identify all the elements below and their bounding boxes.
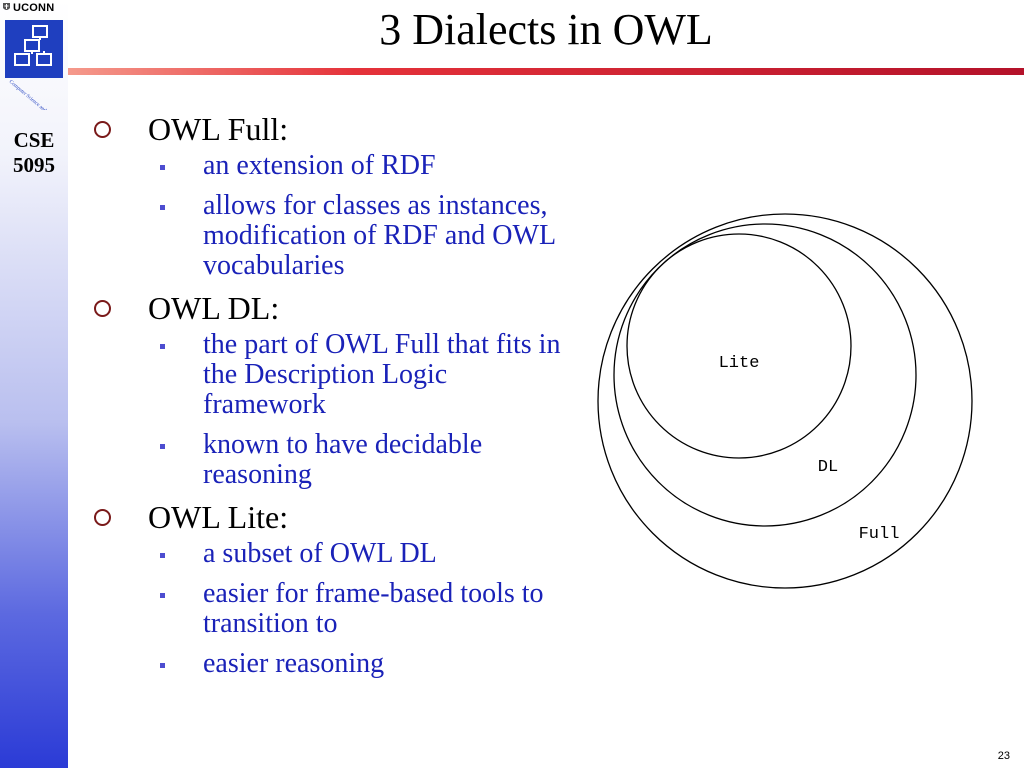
sidebar: UCONN Computer Science and Engineering C… <box>0 0 68 768</box>
sub-bullet: the part of OWL Full that fits in the De… <box>90 330 570 420</box>
lite-circle <box>626 233 852 459</box>
sub-bullet: allows for classes as instances, modific… <box>90 191 570 281</box>
sub-bullet-text: a subset of OWL DL <box>203 538 437 569</box>
sub-bullet: an extension of RDF <box>90 151 570 181</box>
square-bullet-icon <box>160 165 165 170</box>
seal-icon <box>3 3 10 10</box>
full-circle <box>597 213 973 589</box>
hollow-circle-bullet-icon <box>94 121 111 138</box>
square-bullet-icon <box>160 593 165 598</box>
sub-bullet-text: easier reasoning <box>203 648 385 679</box>
sub-bullet-text: allows for classes as instances, modific… <box>203 190 556 281</box>
sub-bullet: known to have decidable reasoning <box>90 430 570 490</box>
sub-bullet-text: the part of OWL Full that fits in the De… <box>203 329 561 420</box>
bullet-owl-lite: OWL Lite: <box>90 500 570 534</box>
hollow-circle-bullet-icon <box>94 509 111 526</box>
square-bullet-icon <box>160 444 165 449</box>
bullet-label: OWL Full: <box>148 111 289 147</box>
square-bullet-icon <box>160 344 165 349</box>
bullet-owl-full: OWL Full: <box>90 112 570 146</box>
square-bullet-icon <box>160 663 165 668</box>
square-bullet-icon <box>160 205 165 210</box>
square-bullet-icon <box>160 553 165 558</box>
title-divider <box>68 68 1024 75</box>
sub-bullet: easier reasoning <box>90 649 570 679</box>
page-number: 23 <box>997 750 1010 762</box>
nested-circles-diagram: Lite DL Full <box>597 213 973 589</box>
uconn-brand: UCONN <box>2 2 54 14</box>
bullet-list: OWL Full: an extension of RDF allows for… <box>90 112 570 689</box>
full-label: Full <box>859 525 900 544</box>
sub-bullet: easier for frame-based tools to transiti… <box>90 579 570 639</box>
hollow-circle-bullet-icon <box>94 300 111 317</box>
bullet-label: OWL DL: <box>148 290 280 326</box>
course-code-text: CSE 5095 <box>13 128 55 177</box>
brand-text: UCONN <box>13 2 55 14</box>
dl-circle <box>613 223 917 527</box>
cse-logo-icon: Computer Science and Engineering <box>5 20 65 110</box>
dl-label: DL <box>818 458 838 477</box>
sub-bullet-text: known to have decidable reasoning <box>203 429 483 490</box>
sub-bullet-text: easier for frame-based tools to transiti… <box>203 578 544 639</box>
sub-bullet: a subset of OWL DL <box>90 539 570 569</box>
slide-title: 3 Dialects in OWL <box>379 5 713 54</box>
logo-text: Computer Science and Engineering <box>8 79 65 110</box>
course-code: CSE 5095 <box>0 128 68 178</box>
lite-label: Lite <box>719 354 760 373</box>
bullet-label: OWL Lite: <box>148 499 289 535</box>
sub-bullet-text: an extension of RDF <box>203 150 436 181</box>
bullet-owl-dl: OWL DL: <box>90 291 570 325</box>
